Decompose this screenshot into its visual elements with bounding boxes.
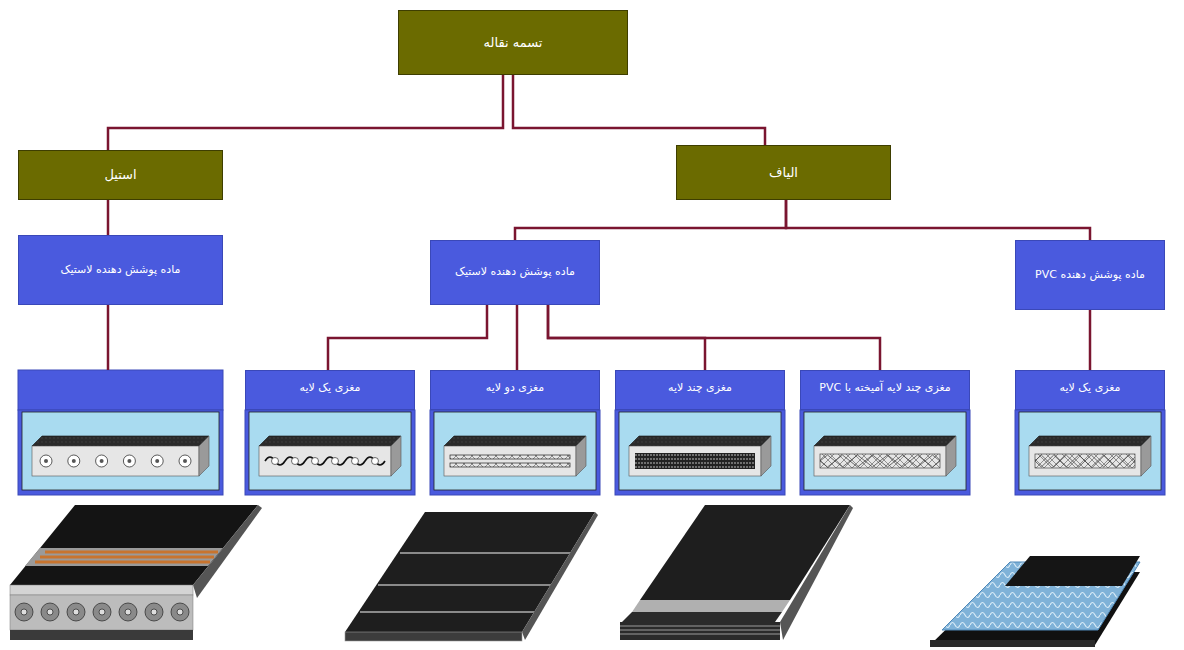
connector (516, 305, 519, 370)
cross-section (430, 410, 600, 495)
connector (107, 200, 110, 235)
cross-section-panels (18, 410, 1165, 495)
multi-ply-belt-render (620, 505, 853, 640)
core-box: مغزی یک لایه (1015, 370, 1165, 410)
node-label: مغزی یک لایه (300, 381, 361, 396)
cross-section (800, 410, 970, 495)
node-label: مغزی چند لایه آمیخته با PVC (819, 381, 950, 396)
two-ply-belt-render (345, 512, 598, 641)
cross-section (245, 410, 415, 495)
cover-box: ماده پوشش دهنده لاستیک (430, 240, 600, 305)
node-label: استیل (104, 166, 136, 184)
connector (328, 305, 487, 370)
node-label: مغزی یک لایه (1060, 381, 1121, 396)
connector (513, 75, 765, 145)
node-label: مغزی دو لایه (486, 381, 544, 396)
category-box: استیل (18, 150, 223, 200)
core-box: مغزی دو لایه (430, 370, 600, 410)
node-label: تسمه نقاله (484, 34, 543, 52)
steel-cord-belt-render (10, 505, 262, 640)
empty-header-box (18, 370, 223, 410)
node-label: ماده پوشش دهنده لاستیک (61, 263, 181, 278)
node-label: الیاف (769, 164, 798, 182)
cross-section (615, 410, 785, 495)
core-box: مغزی چند لایه آمیخته با PVC (800, 370, 970, 410)
node-label: ماده پوشش دهنده PVC (1035, 268, 1145, 283)
core-box: مغزی یک لایه (245, 370, 415, 410)
branch-line (107, 305, 110, 370)
node-label: مغزی چند لایه (668, 381, 732, 396)
pvc-belt-render (930, 556, 1140, 647)
connector (108, 75, 503, 150)
connector (515, 200, 786, 240)
root-box: تسمه نقاله (398, 10, 628, 75)
connector (1089, 310, 1092, 370)
cross-section (18, 410, 223, 495)
core-box: مغزی چند لایه (615, 370, 785, 410)
category-box: الیاف (676, 145, 891, 200)
node-label: ماده پوشش دهنده لاستیک (455, 265, 575, 280)
cover-box: ماده پوشش دهنده لاستیک (18, 235, 223, 305)
cover-box: ماده پوشش دهنده PVC (1015, 240, 1165, 310)
connector (548, 305, 880, 370)
connector (786, 200, 1090, 240)
cross-section (1015, 410, 1165, 495)
